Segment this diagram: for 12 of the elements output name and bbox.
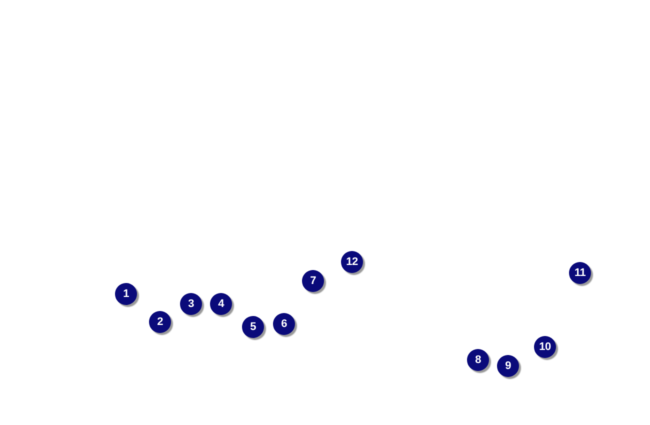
- callout-number: 2: [149, 311, 171, 333]
- callout-number: 11: [569, 262, 591, 284]
- callout-number: 1: [115, 283, 137, 305]
- callout-number: 4: [210, 293, 232, 315]
- callout-number: 8: [467, 349, 489, 371]
- callout-number: 10: [534, 336, 556, 358]
- callout-number: 5: [242, 316, 264, 338]
- callout-number: 6: [273, 313, 295, 335]
- callout-number: 7: [302, 270, 324, 292]
- callout-number: 3: [180, 293, 202, 315]
- callout-number: 12: [341, 251, 363, 273]
- callout-number: 9: [497, 355, 519, 377]
